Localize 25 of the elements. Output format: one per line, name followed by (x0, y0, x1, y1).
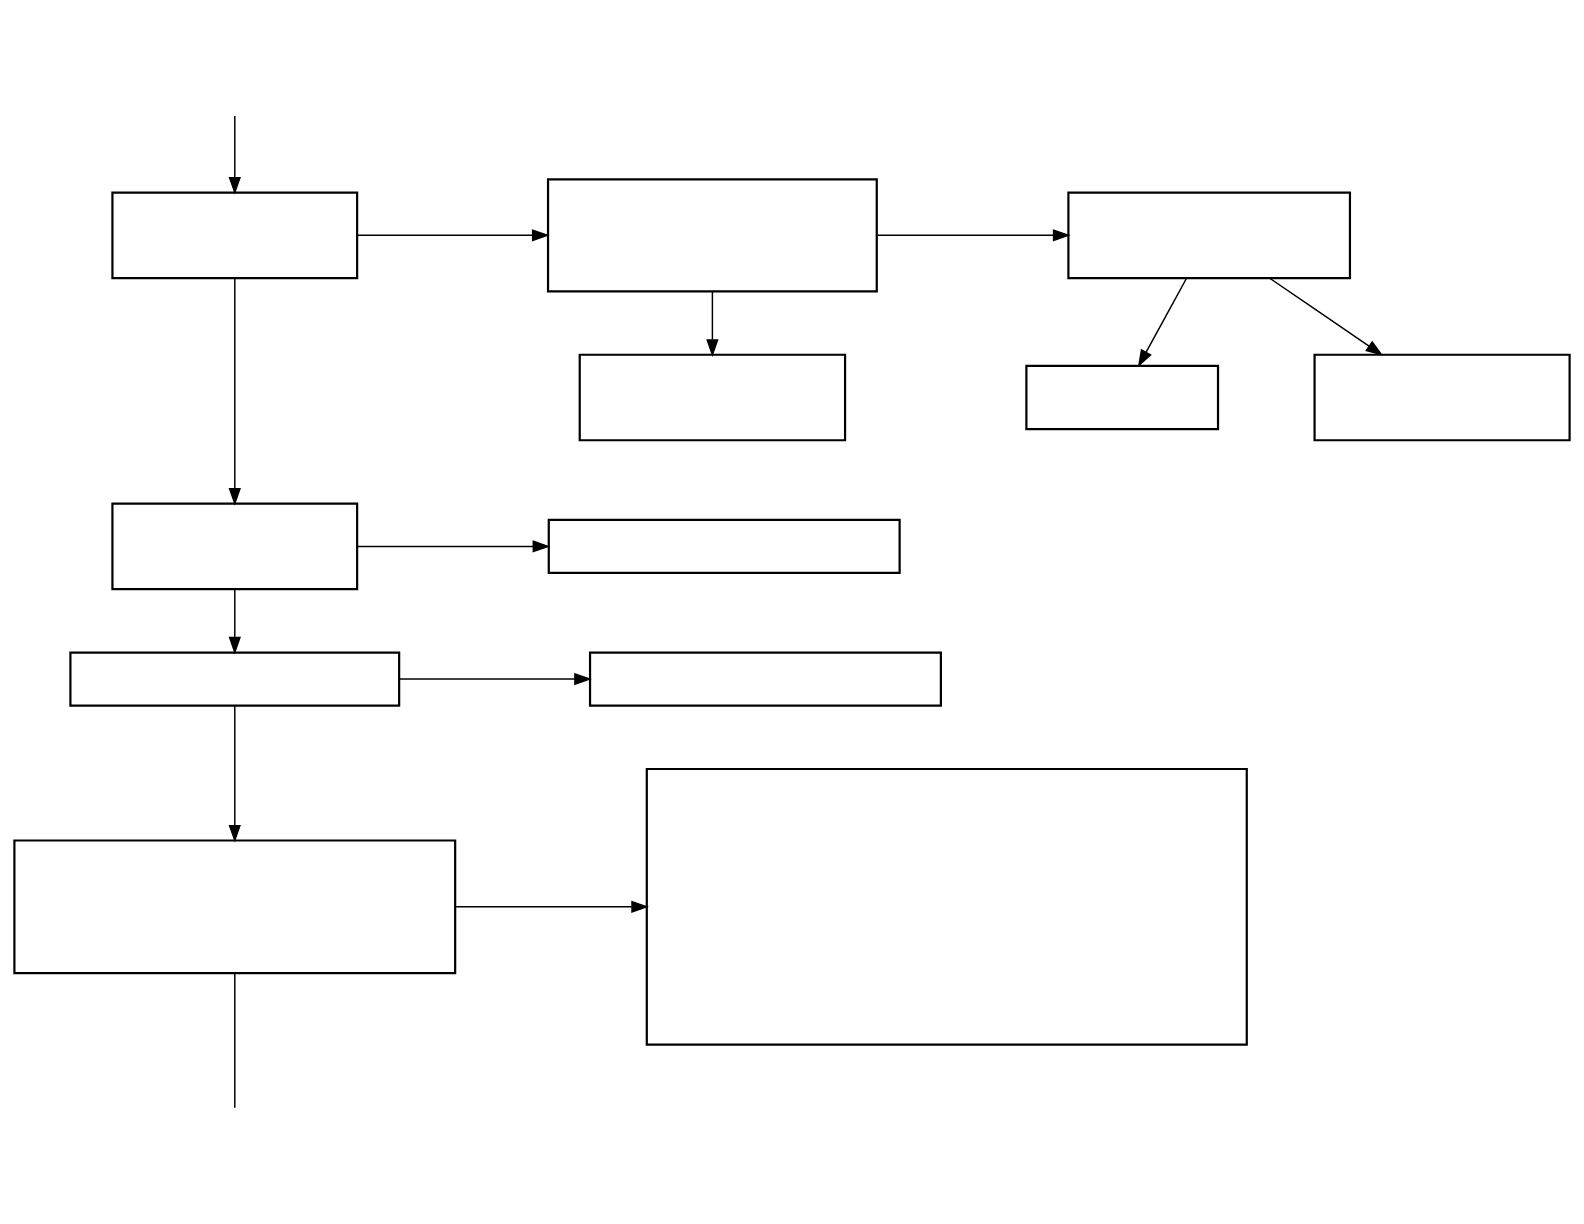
arrow (228, 277, 241, 506)
arrow (706, 290, 719, 357)
arrow (228, 705, 241, 843)
arrow (876, 229, 1071, 242)
node-box (69, 651, 401, 707)
arrow (356, 229, 550, 242)
arrow (228, 115, 241, 195)
node-box (111, 191, 359, 280)
node-box (1313, 353, 1571, 442)
node-box (111, 502, 359, 591)
arrow (398, 672, 592, 686)
node-box (1025, 364, 1220, 431)
arrow (454, 900, 649, 913)
arrow (228, 588, 241, 655)
node-box (588, 651, 942, 707)
node-box (547, 518, 901, 575)
arrow (356, 540, 551, 553)
connector (234, 972, 236, 1109)
node-box (578, 353, 847, 442)
node-box (546, 178, 878, 293)
node-box (1067, 191, 1352, 280)
arrow (1269, 277, 1384, 356)
node-box (645, 767, 1248, 1046)
node-box (13, 839, 457, 975)
arrow (1137, 277, 1188, 368)
